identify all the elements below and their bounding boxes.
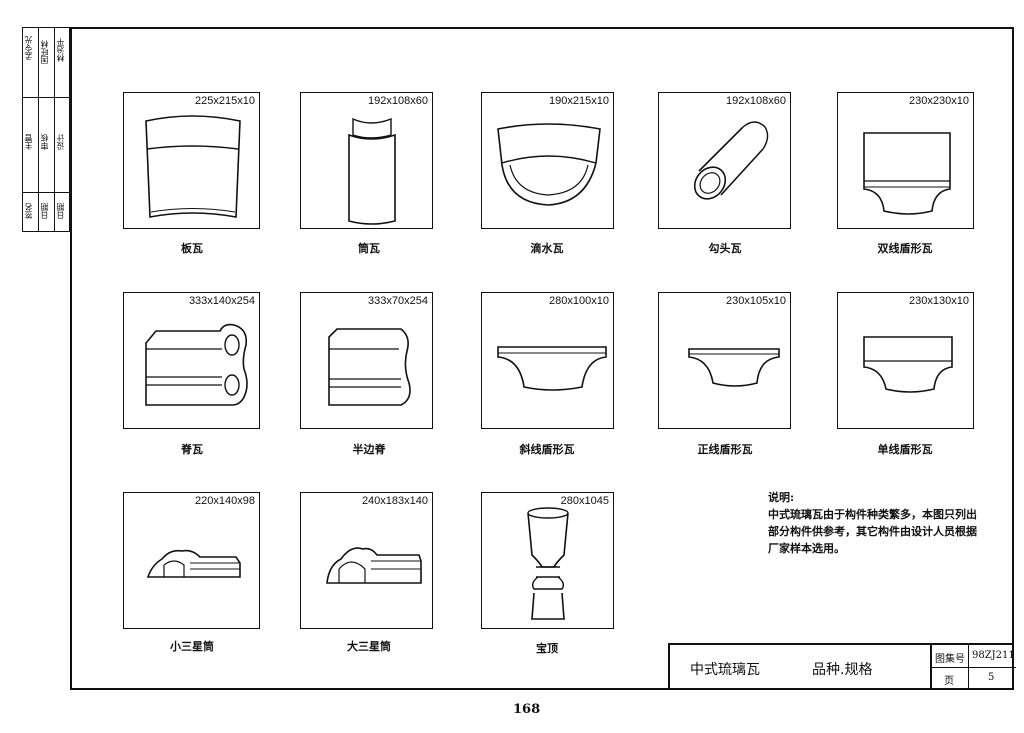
strip-divider [38,28,39,231]
tile-dimension: 192x108x60 [726,95,786,107]
date-cell: 签名 [24,203,33,219]
da-san-xing-drawing [326,547,422,584]
tile-name: 半边脊 [352,443,386,456]
tile-panel-shuang-xian-dun-xing-wa: 230x230x10 [837,92,974,229]
tile-panel-ban-bian-ji: 333x70x254 [300,292,433,429]
atlas-label: 图集号 [935,654,965,665]
tile-name: 小三星筒 [170,640,214,653]
title-block-main: 中式琉璃瓦 品种.规格 [670,645,930,690]
ban-wa-drawing [145,115,241,218]
tile-name: 正线盾形瓦 [697,443,753,456]
tile-panel-da-san-xing-tong: 240x183x140 [300,492,433,629]
tile-dimension: 333x140x254 [188,295,255,307]
tile-name: 板瓦 [181,242,203,255]
atlas-number: 98ZJ211 [972,650,1015,661]
tile-panel-xiao-san-xing-tong: 220x140x98 [123,492,260,629]
tile-panel-gou-tou-wa: 192x108x60 [658,92,791,229]
tile-panel-bao-ding: 280x1045 [481,492,614,629]
signature-cell: 孟令光 [24,36,33,60]
tile-name: 单线盾形瓦 [877,443,933,456]
explanatory-note: 说明: 中式琉璃瓦由于构件种类繁多，本图只列出部分构件供参考，其它构件由设计人员… [768,489,986,557]
signature-row: 孟令光 国旺林 林治平 [23,28,69,98]
tile-dimension: 280x1045 [560,495,609,507]
xiao-san-xing-drawing [146,549,241,578]
drawing-subtitle: 品种.规格 [812,662,873,678]
zheng-xian-drawing [688,348,780,387]
book-page-number: 168 [513,702,541,717]
tile-panel-ji-wa: 333x140x254 [123,292,260,429]
ban-bian-ji-drawing [328,328,411,406]
signature-cell: 林治平 [56,38,65,62]
di-shui-wa-drawing [497,123,601,206]
signature-strip: 孟令光 国旺林 林治平 主管 审核 设计 签名 日期 日期 [22,27,70,232]
tile-dimension: 230x130x10 [909,295,969,307]
tile-dimension: 192x108x60 [368,95,428,107]
bao-ding-drawing [527,507,569,620]
tile-name: 宝顶 [536,642,558,655]
tile-panel-xie-xian-dun-xing-wa: 280x100x10 [481,292,614,429]
tile-name: 脊瓦 [181,443,203,456]
role-cell: 审核 [40,134,49,150]
title-block-index: 图集号 98ZJ211 页 5 [930,645,1016,690]
tile-dimension: 280x100x10 [549,295,609,307]
tile-name: 勾头瓦 [708,242,742,255]
tile-name: 滴水瓦 [530,242,564,255]
shuang-xian-drawing [863,132,951,215]
drawing-frame [70,27,1014,690]
date-cell: 日期 [56,203,65,219]
tile-name: 大三星筒 [347,640,391,653]
index-divider [968,645,969,690]
tile-panel-dan-xian-dun-xing-wa: 230x130x10 [837,292,974,429]
gou-tou-wa-drawing [693,121,769,200]
xie-xian-drawing [497,346,607,391]
date-row: 签名 日期 日期 [23,193,69,233]
role-cell: 设计 [56,134,65,150]
page-label: 页 [944,676,954,687]
sheet-page-number: 5 [988,672,995,683]
tile-name: 斜线盾形瓦 [519,443,575,456]
drawing-title: 中式琉璃瓦 [690,662,760,678]
tile-dimension: 230x105x10 [726,295,786,307]
tile-panel-di-shui-wa: 190x215x10 [481,92,614,229]
note-heading: 说明: [768,491,795,504]
tile-name: 双线盾形瓦 [877,242,933,255]
tile-dimension: 190x215x10 [549,95,609,107]
note-body: 中式琉璃瓦由于构件种类繁多，本图只列出部分构件供参考，其它构件由设计人员根据厂家… [768,508,977,555]
tile-panel-zheng-xian-dun-xing-wa: 230x105x10 [658,292,791,429]
tile-name: 筒瓦 [358,242,380,255]
date-cell: 日期 [40,203,49,219]
signature-cell: 国旺林 [40,40,49,64]
dan-xian-drawing [863,336,953,393]
index-divider [932,667,1016,668]
tile-dimension: 225x215x10 [195,95,255,107]
role-cell: 主管 [24,134,33,150]
tile-dimension: 220x140x98 [195,495,255,507]
ji-wa-drawing [145,323,248,406]
tile-dimension: 333x70x254 [368,295,428,307]
tile-dimension: 240x183x140 [361,495,428,507]
tile-panel-tong-wa: 192x108x60 [300,92,433,229]
tile-dimension: 230x230x10 [909,95,969,107]
role-row: 主管 审核 设计 [23,98,69,193]
tile-panel-ban-wa: 225x215x10 [123,92,260,229]
strip-divider [54,28,55,231]
tong-wa-drawing [348,117,396,225]
title-block: 中式琉璃瓦 品种.规格 图集号 98ZJ211 页 5 [668,643,1016,690]
